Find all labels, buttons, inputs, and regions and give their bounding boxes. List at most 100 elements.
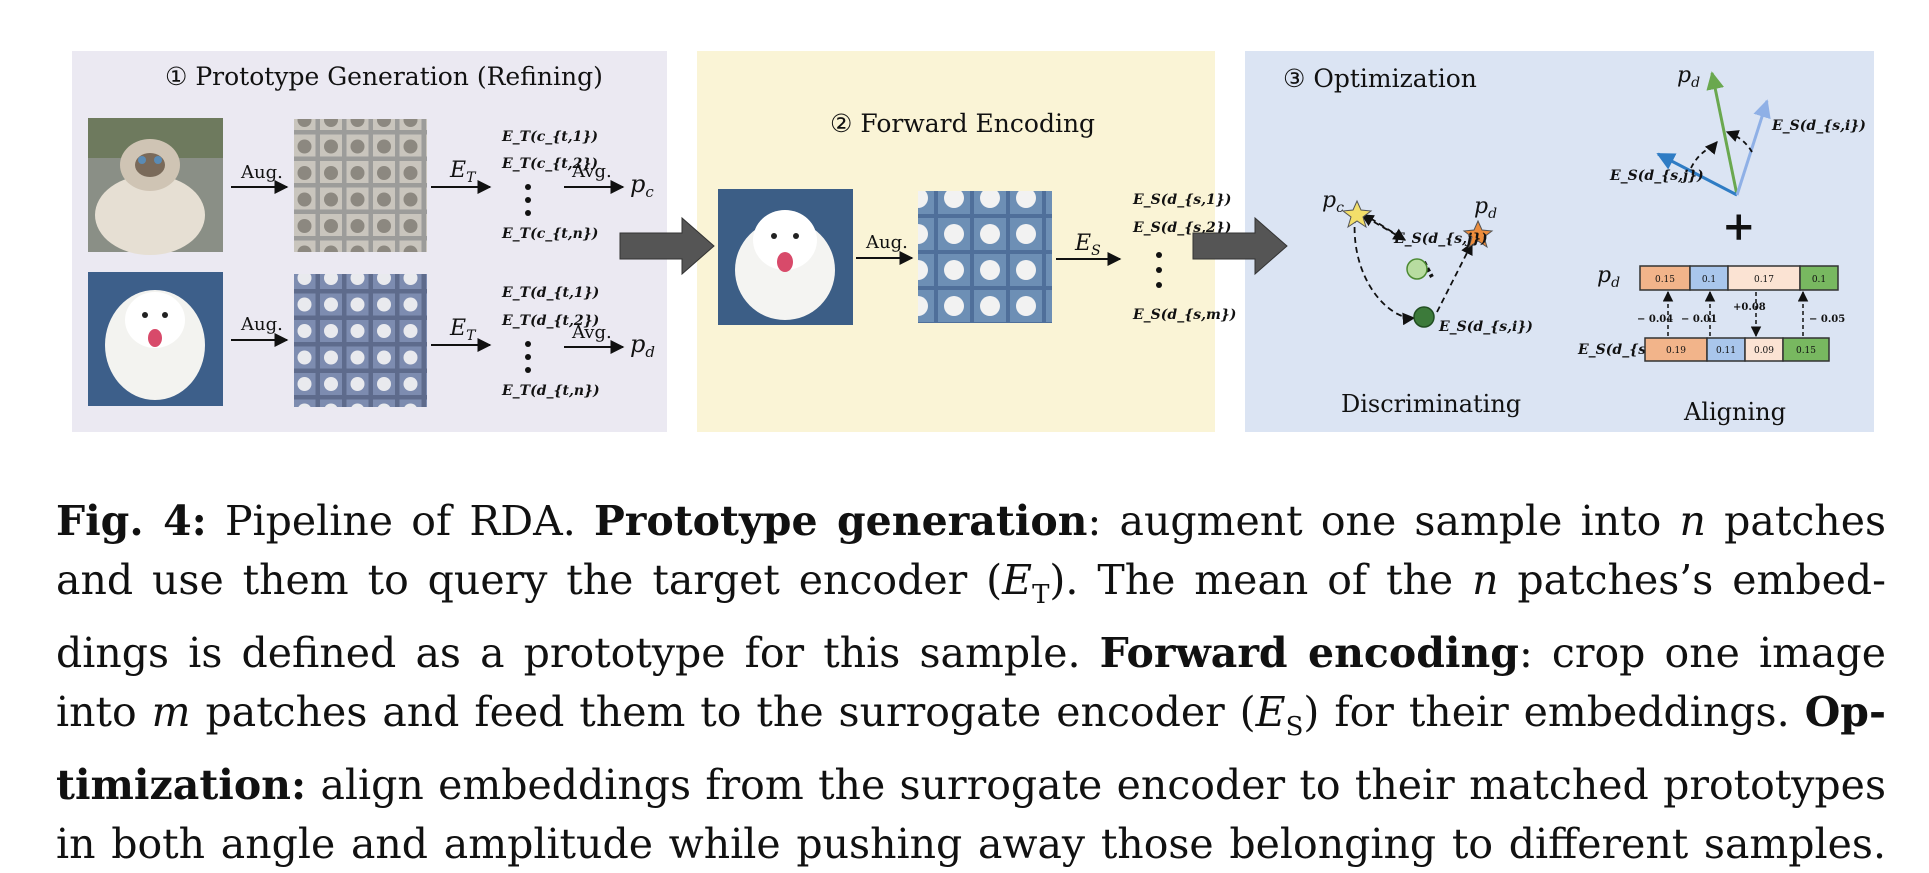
caption-text: patches and feed them to the surrogate e… [190,687,1256,736]
caption-math: m [151,687,191,736]
pd-bar-value: 0.1 [1702,275,1716,285]
caption-text: ) for their embeddings. [1303,687,1805,736]
es-bar-value: 0.19 [1666,346,1686,356]
caption-math: E [1255,687,1286,736]
caption-math-sub: T [1032,579,1050,610]
dog-patch-grid-2 [918,191,1052,323]
es-bar-value: 0.15 [1796,346,1816,356]
disc-pc-label: pc [1322,188,1344,216]
caption-line-3: dings is defined as a prototype for this… [56,624,1886,683]
pc-star [1341,199,1373,229]
pd-bar-value: 0.17 [1754,275,1774,285]
discriminating-diagram [1341,199,1494,328]
pd-bar-value: 0.1 [1812,275,1826,285]
stage-arrow-1 [619,216,715,276]
et-cn: E_T(c_{t,n}) [501,226,598,242]
caption-text: into [56,687,152,736]
disc-esdsi-label: E_S(d_{s,i}) [1438,319,1533,335]
et-c1: E_T(c_{t,1}) [501,129,598,145]
caption-bold: Prototype generation [593,497,1088,545]
avg-label-2: Avg. [571,322,612,343]
caption-bold: Forward encoding [1099,629,1519,678]
caption-text: : augment one sample into [1087,497,1680,545]
caption-line-1: Fig. 4: Pipeline of RDA. Prototype gener… [56,492,1886,551]
aug-label-1: Aug. [240,162,283,183]
es-dm: E_S(d_{s,m}) [1132,307,1236,323]
caption-text: Pipeline of RDA. [206,497,594,545]
disc-pd-label: pd [1474,194,1497,222]
es-bar-value: 0.09 [1754,346,1774,356]
discriminating-label: Discriminating [1341,390,1521,418]
pipeline-diagram: ① Prototype Generation (Refining) ② Forw… [72,51,1874,432]
ellipsis-dots-1 [525,184,531,373]
aug-label-2: Aug. [240,314,283,335]
es-label-1: ES [1074,231,1101,259]
caption-text: patches [1705,497,1886,545]
caption-text: ). The mean of the [1049,555,1473,604]
es-bar-segment [1782,337,1830,362]
et-dn: E_T(d_{t,n}) [501,383,600,399]
aug-label-3: Aug. [865,232,908,253]
et-label-2: ET [449,316,477,344]
aligning-label: Aligning [1683,398,1786,426]
avg-label-1: Avg. [571,161,612,182]
align-pd-label: pd [1677,63,1700,91]
caption-math: E [1002,555,1033,604]
dog-image-1 [88,272,223,406]
ellipsis-dots-2 [1156,252,1162,288]
caption-line-6: in both angle and amplitude while pushin… [56,819,1886,868]
pd-bar-segment [1639,265,1691,291]
cat-patch-grid [294,119,427,252]
diff-label: − 0.01 [1681,314,1717,325]
bar-pd-label: pd [1597,263,1620,291]
pd-bar-segment [1799,265,1839,291]
figure-caption: Fig. 4: Pipeline of RDA. Prototype gener… [56,492,1886,873]
align-esdsi-label: E_S(d_{s,i}) [1771,118,1866,134]
caption-math: n [1472,555,1499,604]
es-d2: E_S(d_{s,2}) [1132,220,1231,236]
esdsj-node [1406,258,1428,280]
dog-image-2 [718,189,853,325]
caption-text: align embeddings from the surrogate enco… [306,761,1886,810]
pd-bar-segment [1727,265,1801,291]
caption-text: and use them to query the target encoder… [56,555,1003,604]
panel2-title: ② Forward Encoding [830,109,1095,138]
es-d1: E_S(d_{s,1}) [1132,192,1231,208]
aligning-bars: 0.15 0.1 0.17 0.1 0.19 0.11 0.09 0.15 − 0.04 − 0.… [1637,265,1845,362]
et-d1: E_T(d_{t,1}) [501,285,599,301]
diff-label: − 0.04 [1637,314,1673,325]
panel-optimization [1245,51,1874,432]
caption-line-2: and use them to query the target encoder… [56,551,1886,625]
pd-bar-segment [1689,265,1729,291]
fig-label: Fig. 4: [56,497,207,545]
pd-label-1: pd [630,330,655,361]
pc-label: pc [630,170,654,201]
dog-patch-grid-1 [294,274,427,407]
es-bar-value: 0.11 [1716,346,1736,356]
pd-bar-value: 0.15 [1655,275,1675,285]
caption-bold: Op- [1804,687,1886,736]
plus-sign: + [1722,203,1756,250]
diff-label: − 0.05 [1809,314,1845,325]
caption-line-5: timization: align embeddings from the su… [56,756,1886,815]
esdsi-node [1413,306,1435,328]
caption-text: patches’s embed- [1498,555,1886,604]
caption-text: dings is defined as a prototype for this… [56,629,1100,678]
caption-line-4: into m patches and feed them to the surr… [56,683,1886,757]
cat-image [88,118,223,255]
et-d2: E_T(d_{t,2}) [501,313,599,329]
disc-esdsj-label: E_S(d_{s,j}) [1393,231,1488,247]
stage-arrow-2 [1192,216,1288,276]
diff-label: +0.08 [1733,302,1766,313]
aligning-vectors [1656,71,1771,197]
align-esdsj-label: E_S(d_{s,j}) [1609,168,1704,184]
et-label-1: ET [449,158,477,186]
caption-text: : crop one image [1518,629,1887,678]
panel3-title: ③ Optimization [1283,64,1477,93]
panel1-title: ① Prototype Generation (Refining) [165,62,603,91]
caption-bold: timization: [56,761,307,810]
et-c2: E_T(c_{t,2}) [501,156,598,172]
caption-math-sub: S [1285,711,1304,742]
caption-math: n [1679,497,1706,545]
pd-star [1462,219,1494,249]
